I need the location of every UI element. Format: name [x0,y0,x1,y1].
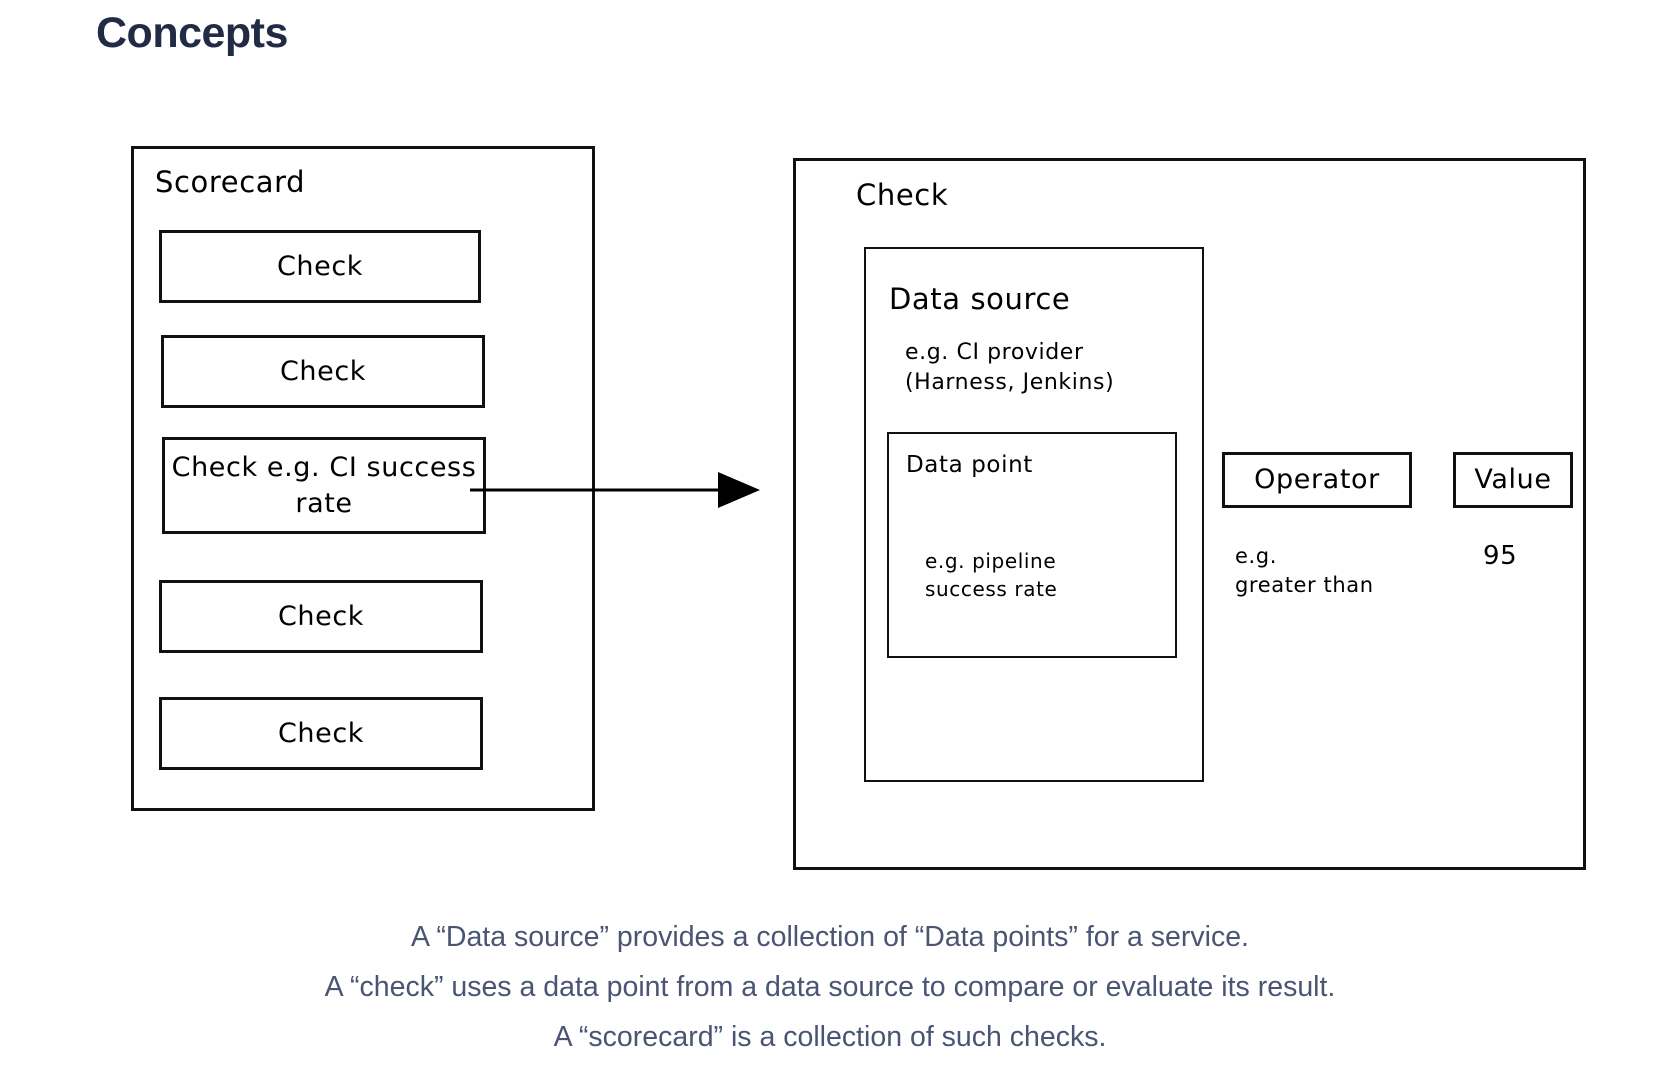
operator-box[interactable]: Operator [1222,452,1412,508]
data-point-example-text: e.g. pipeline success rate [925,549,1058,602]
operator-example-text: e.g. greater than [1235,544,1374,598]
scorecard-check-label-3: Check e.g. CI success rate [171,451,477,519]
diagram-caption: A “Data source” provides a collection of… [0,912,1660,1062]
scorecard-check-item-5[interactable]: Check [159,697,483,770]
concepts-diagram: Scorecard Check Check Check e.g. CI succ… [131,146,1586,870]
arrow-right-icon [470,472,760,508]
caption-line-3: A “scorecard” is a collection of such ch… [553,1021,1107,1053]
scorecard-check-item-1[interactable]: Check [159,230,481,303]
scorecard-check-item-3[interactable]: Check e.g. CI success rate [162,437,486,534]
caption-line-1: A “Data source” provides a collection of… [411,921,1249,953]
scorecard-check-item-2[interactable]: Check [161,335,485,408]
check-title: Check [856,178,949,212]
value-example-number: 95 [1483,541,1518,571]
page-title: Concepts [96,9,288,57]
scorecard-check-label-5: Check [277,717,365,749]
scorecard-check-item-4[interactable]: Check [159,580,483,653]
scorecard-title: Scorecard [155,165,306,199]
value-box[interactable]: Value [1453,452,1573,508]
scorecard-check-label-2: Check [279,355,367,387]
data-point-container [887,432,1177,658]
data-source-title: Data source [889,282,1071,316]
data-source-example-text: e.g. CI provider (Harness, Jenkins) [905,340,1115,396]
data-point-title: Data point [906,452,1033,478]
value-label: Value [1474,464,1552,496]
scorecard-check-label-1: Check [276,250,364,282]
scorecard-check-label-4: Check [277,600,365,632]
caption-line-2: A “check” uses a data point from a data … [324,971,1336,1003]
operator-label: Operator [1254,464,1380,496]
